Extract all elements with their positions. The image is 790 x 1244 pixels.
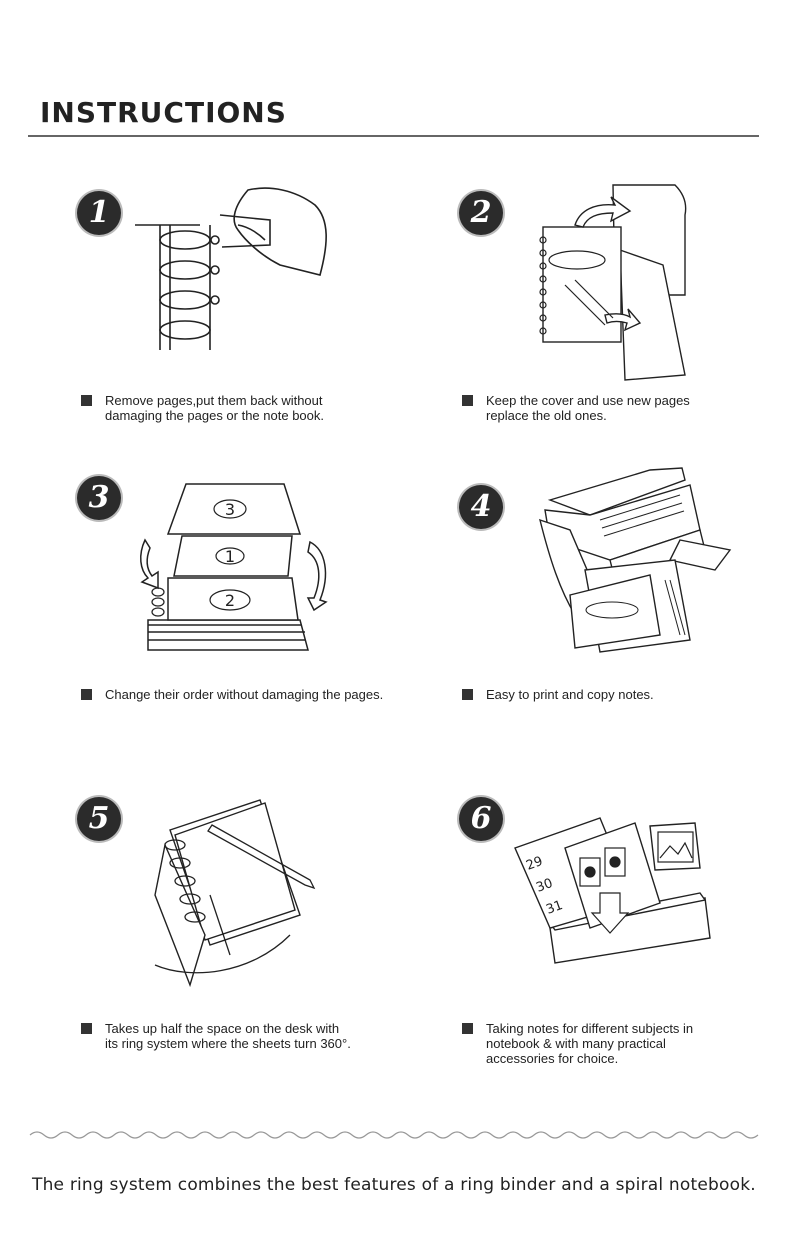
step-6-badge: 6 bbox=[459, 797, 503, 841]
reorder-pages-illustration: 3 1 2 bbox=[140, 483, 328, 651]
step-2-badge: 2 bbox=[459, 191, 503, 235]
step-3-caption: Change their order without damaging the … bbox=[81, 687, 383, 702]
accessories-illustration: 29 30 31 bbox=[514, 817, 711, 964]
wavy-divider bbox=[29, 1131, 759, 1139]
bullet-square bbox=[81, 395, 92, 406]
step-1-caption: Remove pages,put them back without damag… bbox=[81, 393, 324, 423]
step-4-badge: 4 bbox=[459, 485, 503, 529]
page-label-top: 3 bbox=[225, 500, 235, 519]
replace-pages-illustration bbox=[539, 184, 687, 381]
step-5-caption: Takes up half the space on the desk with… bbox=[81, 1021, 351, 1051]
calendar-label-30: 30 bbox=[534, 876, 555, 896]
step-3-badge: 3 bbox=[77, 476, 121, 520]
page-label-middle: 1 bbox=[225, 547, 235, 566]
remove-pages-illustration bbox=[135, 187, 327, 350]
step-1-badge: 1 bbox=[77, 191, 121, 235]
footer-text: The ring system combines the best featur… bbox=[32, 1175, 756, 1195]
page-title: INSTRUCTIONS bbox=[40, 96, 287, 129]
printer-copier-illustration bbox=[539, 467, 732, 653]
page-label-bottom: 2 bbox=[225, 591, 235, 610]
bullet-square bbox=[462, 689, 473, 700]
step-4-caption: Easy to print and copy notes. bbox=[462, 687, 654, 702]
ring-system-360-illustration bbox=[154, 799, 316, 988]
bullet-square bbox=[462, 395, 473, 406]
step-6-caption: Taking notes for different subjects in n… bbox=[462, 1021, 693, 1066]
title-divider bbox=[28, 135, 759, 137]
bullet-square bbox=[462, 1023, 473, 1034]
step-5-badge: 5 bbox=[77, 797, 121, 841]
calendar-label-29: 29 bbox=[524, 854, 545, 874]
calendar-label-31: 31 bbox=[544, 898, 565, 918]
bullet-square bbox=[81, 1023, 92, 1034]
bullet-square bbox=[81, 689, 92, 700]
step-2-caption: Keep the cover and use new pages replace… bbox=[462, 393, 690, 423]
